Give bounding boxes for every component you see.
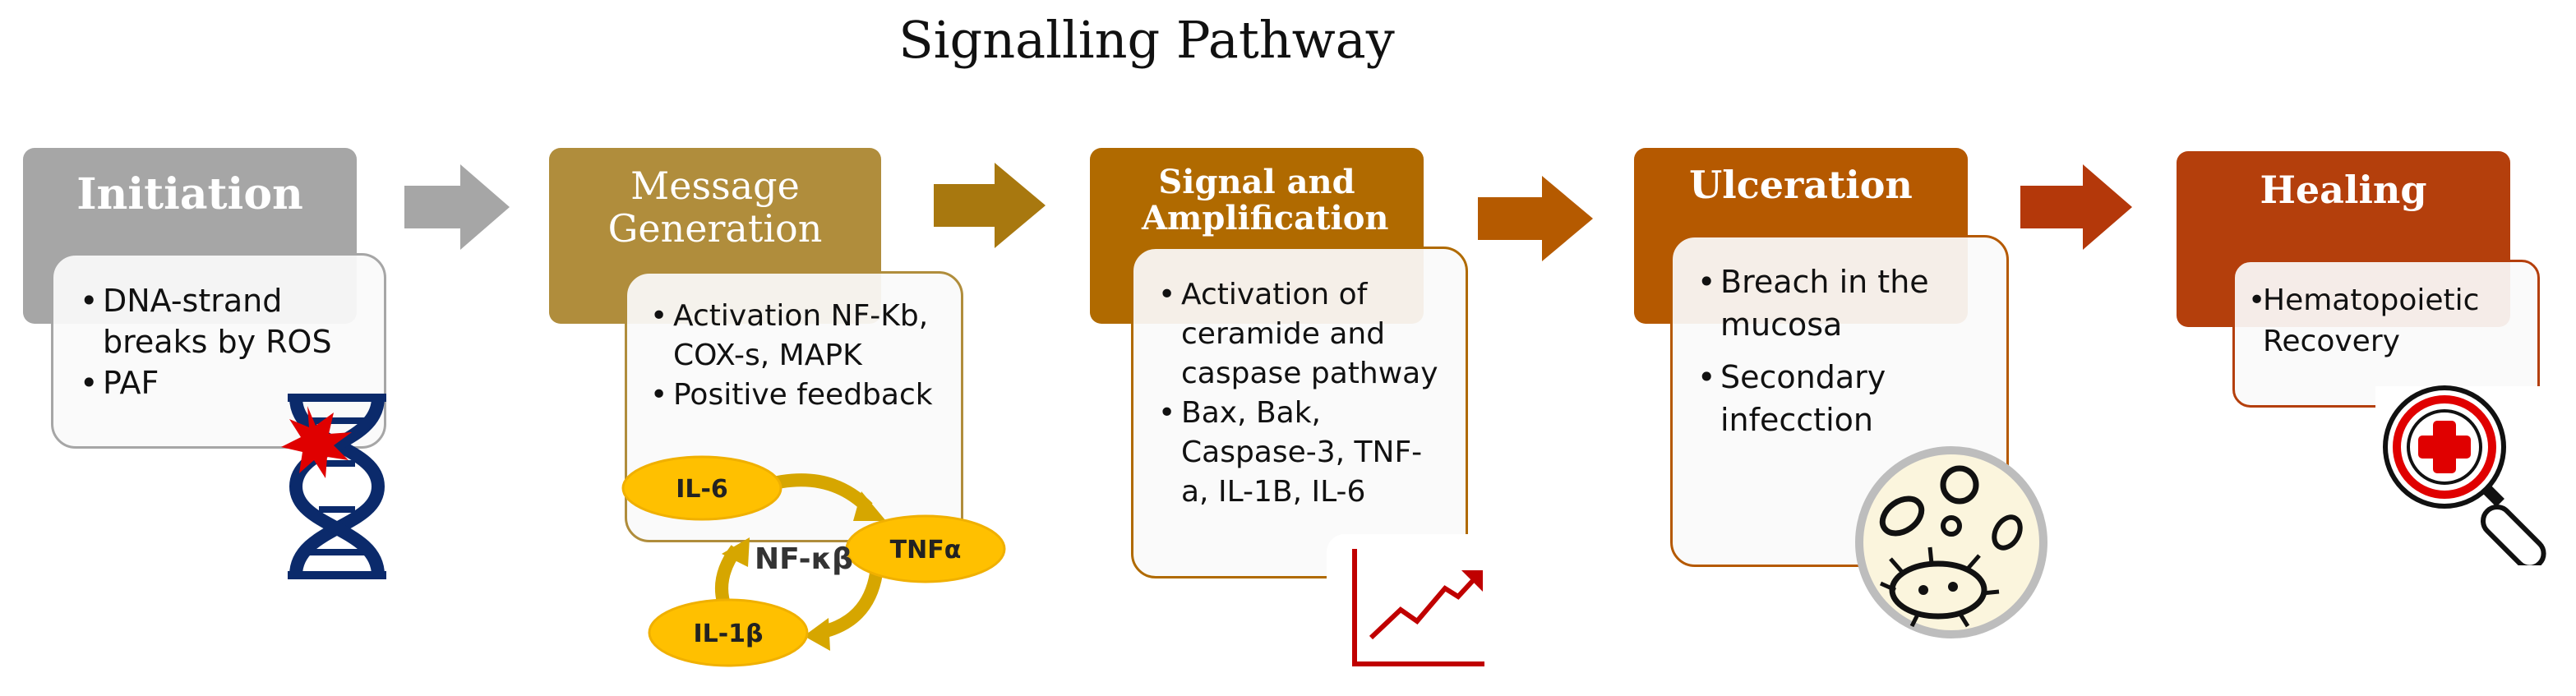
stage-item: Activation of ceramide and caspase pathw… bbox=[1155, 275, 1456, 394]
growth-chart-icon bbox=[1352, 549, 1484, 666]
cycle-node bbox=[621, 455, 782, 521]
cytokine-feedback-cycle: IL-6 TNFα IL-1β NF-κβ bbox=[621, 455, 1006, 667]
cycle-node-label: IL-6 bbox=[676, 475, 728, 504]
stage-title: Initiation bbox=[76, 169, 303, 219]
stage-item: Activation NF-Kb, COX-s, MAPK bbox=[647, 297, 953, 376]
stage-card-signal-amplification: Activation of ceramide and caspase pathw… bbox=[1131, 247, 1468, 578]
medical-search-icon bbox=[2383, 385, 2546, 565]
stage-card-healing: Hematopoietic Recovery bbox=[2232, 260, 2540, 408]
cycle-center-label: NF-κβ bbox=[755, 542, 853, 576]
stage-title: Signal and Amplification bbox=[1142, 163, 1389, 237]
cycle-node bbox=[648, 598, 809, 667]
stage-item: Bax, Bak, Caspase-3, TNF-a, IL-1B, IL-6 bbox=[1155, 394, 1428, 512]
flow-arrow bbox=[404, 164, 510, 250]
microbe-icon bbox=[1855, 446, 2047, 638]
cycle-node-label: IL-1β bbox=[693, 620, 763, 648]
stage-title: Healing bbox=[2260, 168, 2427, 212]
stage-item: Breach in the mucosa bbox=[1694, 260, 1967, 346]
cycle-node bbox=[845, 514, 1006, 583]
stage-item: Hematopoietic Recovery bbox=[2245, 280, 2529, 362]
stage-title: Ulceration bbox=[1689, 163, 1913, 207]
stage-item: Positive feedback bbox=[647, 376, 953, 415]
stage-title: Message Generation bbox=[607, 164, 823, 251]
flow-arrow bbox=[2020, 164, 2132, 250]
diagram-title: Signalling Pathway bbox=[898, 10, 1395, 70]
flow-arrow bbox=[934, 163, 1046, 248]
stage-item: PAF bbox=[76, 362, 371, 403]
stage-item: Secondary infecction bbox=[1694, 356, 1950, 441]
stage-item: DNA-strand breaks by ROS bbox=[76, 280, 349, 362]
cycle-node-label: TNFα bbox=[890, 536, 962, 565]
dna-damage-icon bbox=[281, 394, 386, 579]
flow-arrow bbox=[1478, 176, 1593, 261]
